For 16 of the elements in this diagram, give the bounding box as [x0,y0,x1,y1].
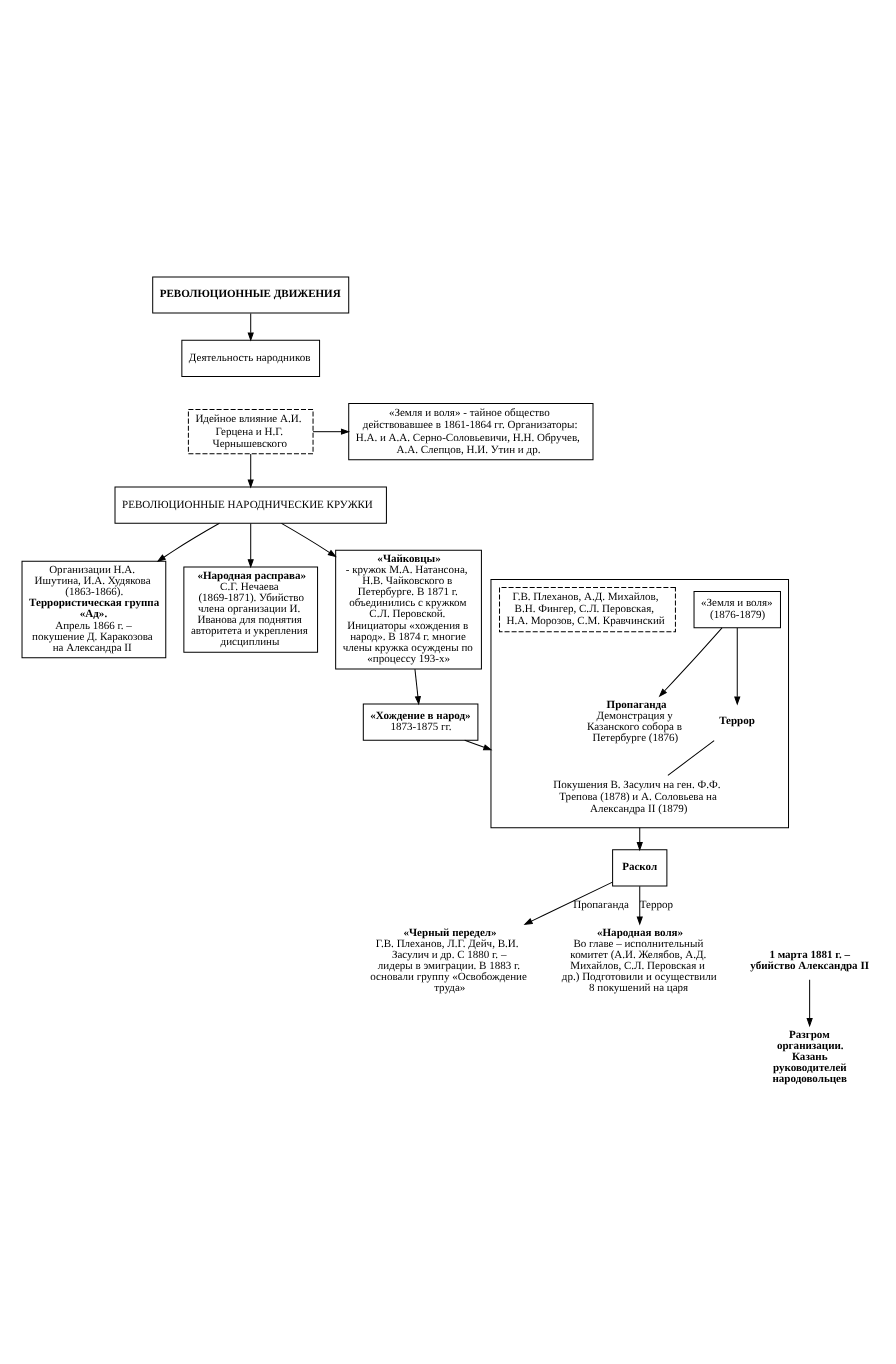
connector [666,739,714,775]
arrow [463,738,492,750]
arrow [246,452,253,488]
arrow [311,427,350,434]
arrow [413,667,421,705]
arrow [246,311,253,341]
arrow [657,626,722,697]
arrow [246,521,253,568]
arrow [155,521,219,562]
arrow [635,884,642,925]
cluster [489,577,789,828]
arrow [805,978,812,1027]
arrow [733,626,740,705]
arrow [635,826,642,851]
arrow [522,880,613,924]
arrow [280,521,336,557]
